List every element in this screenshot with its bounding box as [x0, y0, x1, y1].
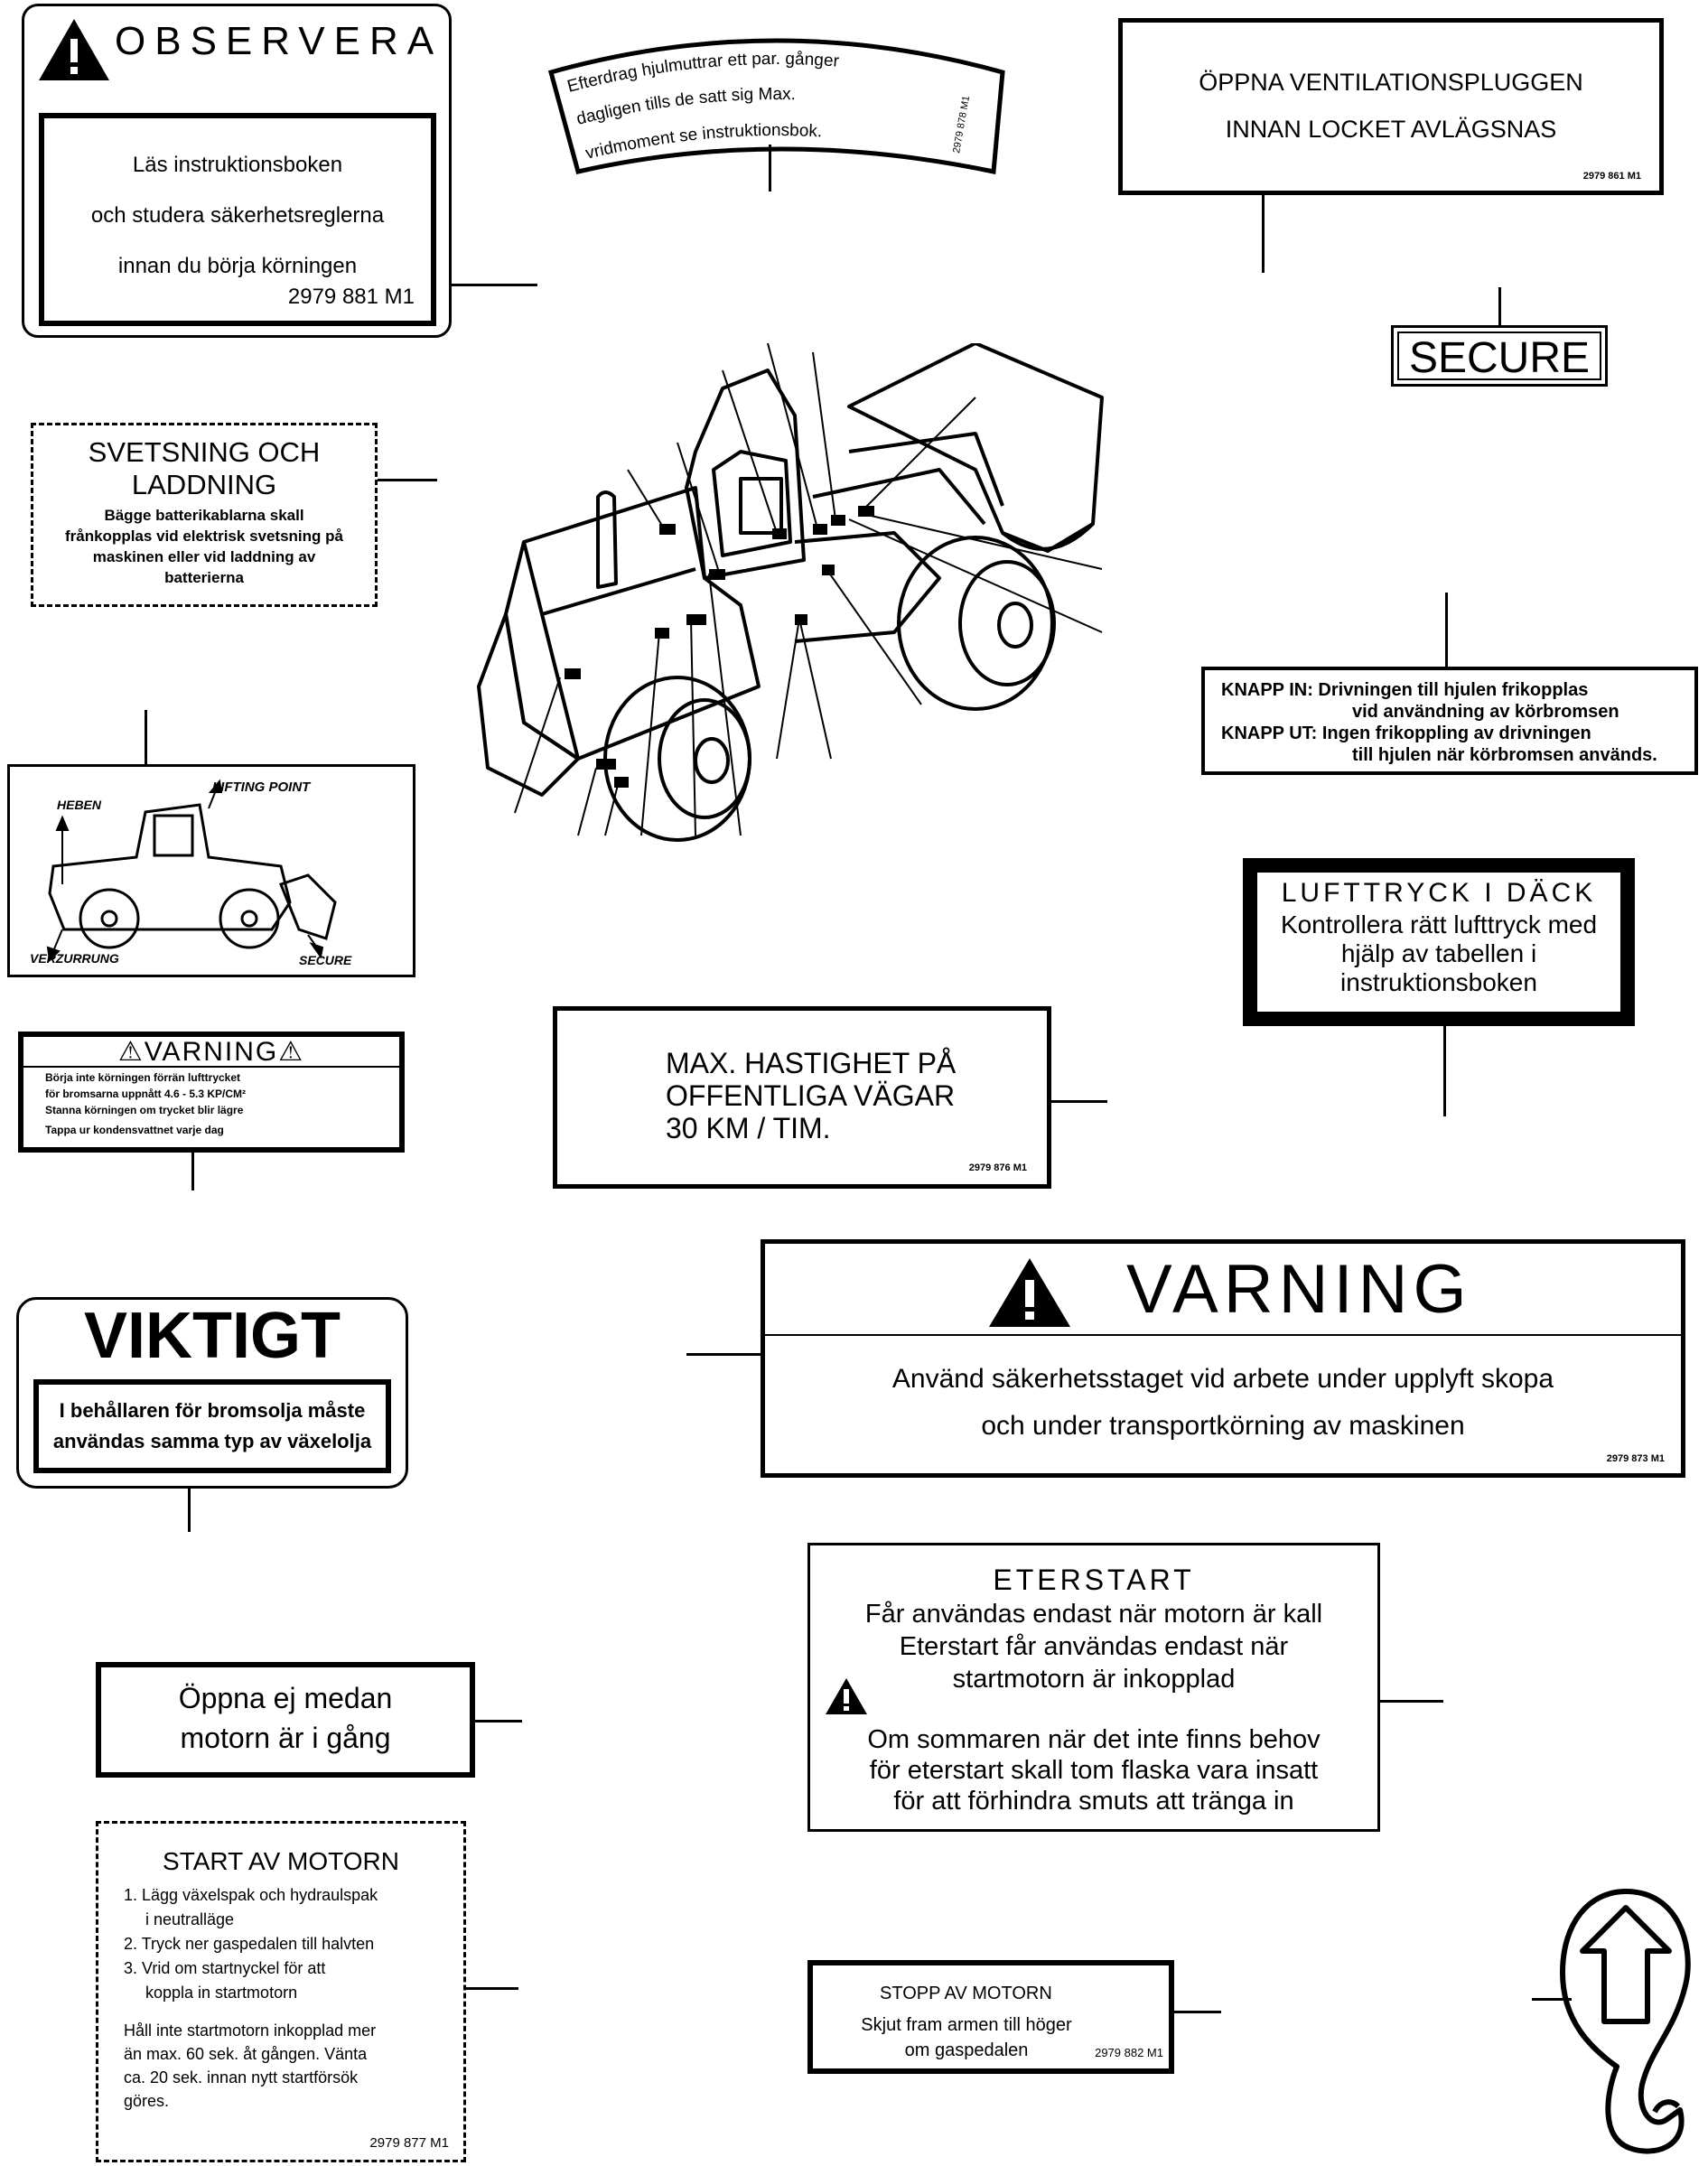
varning-big-line-2: och under transportkörning av maskinen	[981, 1411, 1465, 1441]
knapp-line-3: KNAPP UT: Ingen frikoppling av drivninge…	[1221, 724, 1591, 743]
varning-small-line-2: för bromsarna uppnått 4.6 - 5.3 KP/CM²	[45, 1088, 247, 1100]
varning-small-line-1: Börja inte körningen förrän lufttrycket	[45, 1071, 241, 1084]
hastighet-part-number: 2979 876 M1	[968, 1162, 1027, 1173]
start-part-number: 2979 877 M1	[369, 2135, 449, 2151]
varning-small-line-4: Tappa ur kondensvattnet varje dag	[45, 1124, 224, 1136]
lufttryck-line-3: instruktionsboken	[1340, 968, 1537, 996]
start-step-2: 2. Tryck ner gaspedalen till halvten	[124, 1935, 375, 1953]
varning-big-line-1: Använd säkerhetsstaget vid arbete under …	[891, 1364, 1554, 1394]
ventilation-line-2: INNAN LOCKET AVLÄGSNAS	[1225, 116, 1557, 143]
knapp-decal: KNAPP IN: Drivningen till hjulen frikopp…	[1201, 667, 1698, 775]
eterstart-line-2: Eterstart får användas endast när	[899, 1632, 1289, 1661]
svetsning-line-4: batterierna	[164, 569, 244, 586]
knapp-line-4: till hjulen när körbromsen används.	[1352, 745, 1657, 765]
varning-big-title: VARNING	[1126, 1251, 1472, 1328]
oppna-line-1: Öppna ej medan	[178, 1682, 393, 1714]
hastighet-line-1: MAX. HASTIGHET PÅ	[666, 1047, 957, 1079]
secure-tag: SECURE	[1391, 325, 1608, 387]
svetsning-title-2: LADDNING	[131, 469, 277, 500]
start-note-2: än max. 60 sek. åt gången. Vänta	[124, 2045, 368, 2063]
observera-line-3: innan du börja körningen	[117, 254, 358, 278]
eterstart-line-5: för eterstart skall tom flaska vara insa…	[869, 1756, 1319, 1785]
lifting-verzurrung: VERZURRUNG	[30, 951, 119, 966]
start-step-3: 3. Vrid om startnyckel för att	[124, 1959, 326, 1977]
eterstart-line-3: startmotorn är inkopplad	[952, 1665, 1236, 1694]
start-decal: START AV MOTORN 1. Lägg växelspak och hy…	[96, 1821, 466, 2162]
lufttryck-decal: LUFTTRYCK I DÄCK Kontrollera rätt lufttr…	[1243, 858, 1635, 1026]
warning-triangle-icon	[989, 1258, 1070, 1327]
warning-triangle-icon	[826, 1678, 867, 1714]
warning-triangle-icon	[39, 19, 109, 80]
start-note-3: ca. 20 sek. innan nytt startförsök	[124, 2068, 359, 2087]
observera-part-number: 2979 881 M1	[287, 285, 415, 309]
viktigt-inner-box: I behållaren för bromsolja måste använda…	[33, 1379, 391, 1473]
eterstart-line-4: Om sommaren när det inte finns behov	[867, 1725, 1321, 1754]
varning-small-title: ⚠VARNING⚠	[117, 1037, 305, 1067]
hastighet-decal: MAX. HASTIGHET PÅ OFFENTLIGA VÄGAR 30 KM…	[553, 1006, 1051, 1189]
lufttryck-line-2: hjälp av tabellen i	[1340, 939, 1537, 967]
secure-tag-text: SECURE	[1408, 334, 1591, 382]
start-title: START AV MOTORN	[163, 1847, 399, 1875]
stopp-part-number: 2979 882 M1	[1095, 2046, 1163, 2059]
varning-big-part-number: 2979 873 M1	[1606, 1453, 1665, 1464]
svetsning-line-3: maskinen eller vid laddning av	[92, 548, 316, 565]
lifting-secure: SECURE	[299, 953, 352, 967]
observera-line-1: Läs instruktionsboken	[132, 153, 343, 177]
observera-inner-box: Läs instruktionsboken och studera säkerh…	[39, 113, 436, 326]
eterstart-decal: ETERSTART Får användas endast när motorn…	[807, 1543, 1380, 1832]
start-step-3b: koppla in startmotorn	[145, 1984, 298, 2002]
stopp-line-1: Skjut fram armen till höger	[861, 2015, 1072, 2035]
viktigt-line-1: I behållaren för bromsolja måste	[59, 1399, 366, 1422]
start-step-1: 1. Lägg växelspak och hydraulspak	[124, 1886, 378, 1904]
ventilation-part-number: 2979 861 M1	[1582, 171, 1641, 182]
observera-title: OBSERVERA	[115, 19, 443, 63]
svetsning-title-1: SVETSNING OCH	[88, 436, 321, 468]
stopp-line-2: om gaspedalen	[904, 2040, 1029, 2060]
hastighet-line-3: 30 KM / TIM.	[666, 1112, 831, 1144]
lifting-point-label: LIFTING POINT	[212, 780, 311, 795]
varning-big-decal: VARNING Använd säkerhetsstaget vid arbet…	[761, 1239, 1685, 1478]
start-step-1b: i neutralläge	[145, 1910, 235, 1928]
eterstart-line-1: Får användas endast när motorn är kall	[864, 1600, 1323, 1629]
oppna-line-2: motorn är i gång	[180, 1722, 391, 1754]
svetsning-line-2: frånkopplas vid elektrisk svetsning på	[64, 527, 343, 545]
lifting-point-decal: HEBEN LIFTING POINT VERZURRUNG SECURE	[7, 764, 415, 977]
varning-small-decal: ⚠VARNING⚠ Börja inte körningen förrän lu…	[18, 1032, 405, 1153]
observera-decal: OBSERVERA Läs instruktionsboken och stud…	[22, 4, 452, 338]
viktigt-decal: VIKTIGT I behållaren för bromsolja måste…	[16, 1297, 408, 1489]
start-note-1: Håll inte startmotorn inkopplad mer	[124, 2021, 377, 2040]
svetsning-decal: SVETSNING OCH LADDNING Bägge batterikabl…	[31, 423, 378, 607]
loader-lifting-icon	[46, 779, 337, 963]
start-note-4: göres.	[124, 2092, 170, 2110]
stopp-decal: STOPP AV MOTORN Skjut fram armen till hö…	[807, 1960, 1174, 2074]
lufttryck-title: LUFTTRYCK I DÄCK	[1281, 878, 1597, 908]
viktigt-line-2: användas samma typ av växelolja	[52, 1430, 372, 1452]
lift-hook-arrow-icon	[1560, 1889, 1691, 2154]
stopp-title: STOPP AV MOTORN	[880, 1984, 1052, 2003]
svetsning-line-1: Bägge batterikablarna skall	[104, 507, 304, 524]
knapp-line-1: KNAPP IN: Drivningen till hjulen frikopp…	[1221, 680, 1589, 700]
observera-line-2: och studera säkerhetsreglerna	[90, 203, 385, 228]
lifting-heben: HEBEN	[57, 798, 102, 812]
ventilation-line-1: ÖPPNA VENTILATIONSPLUGGEN	[1199, 69, 1583, 96]
viktigt-title: VIKTIGT	[84, 1300, 341, 1372]
lufttryck-line-1: Kontrollera rätt lufttryck med	[1280, 910, 1598, 938]
eterstart-title: ETERSTART	[993, 1564, 1195, 1596]
oppna-decal: Öppna ej medan motorn är i gång	[96, 1662, 475, 1778]
efterdrag-decal: Efterdrag hjulmuttrar ett par. gånger da…	[547, 38, 1005, 175]
ventilation-decal: ÖPPNA VENTILATIONSPLUGGEN INNAN LOCKET A…	[1118, 18, 1664, 195]
eterstart-line-6: för att förhindra smuts att tränga in	[893, 1787, 1294, 1816]
wheel-loader-drawing	[477, 343, 1104, 842]
varning-small-line-3: Stanna körningen om trycket blir lägre	[45, 1104, 244, 1116]
hastighet-line-2: OFFENTLIGA VÄGAR	[666, 1079, 956, 1112]
knapp-line-2: vid användning av körbromsen	[1352, 702, 1619, 722]
